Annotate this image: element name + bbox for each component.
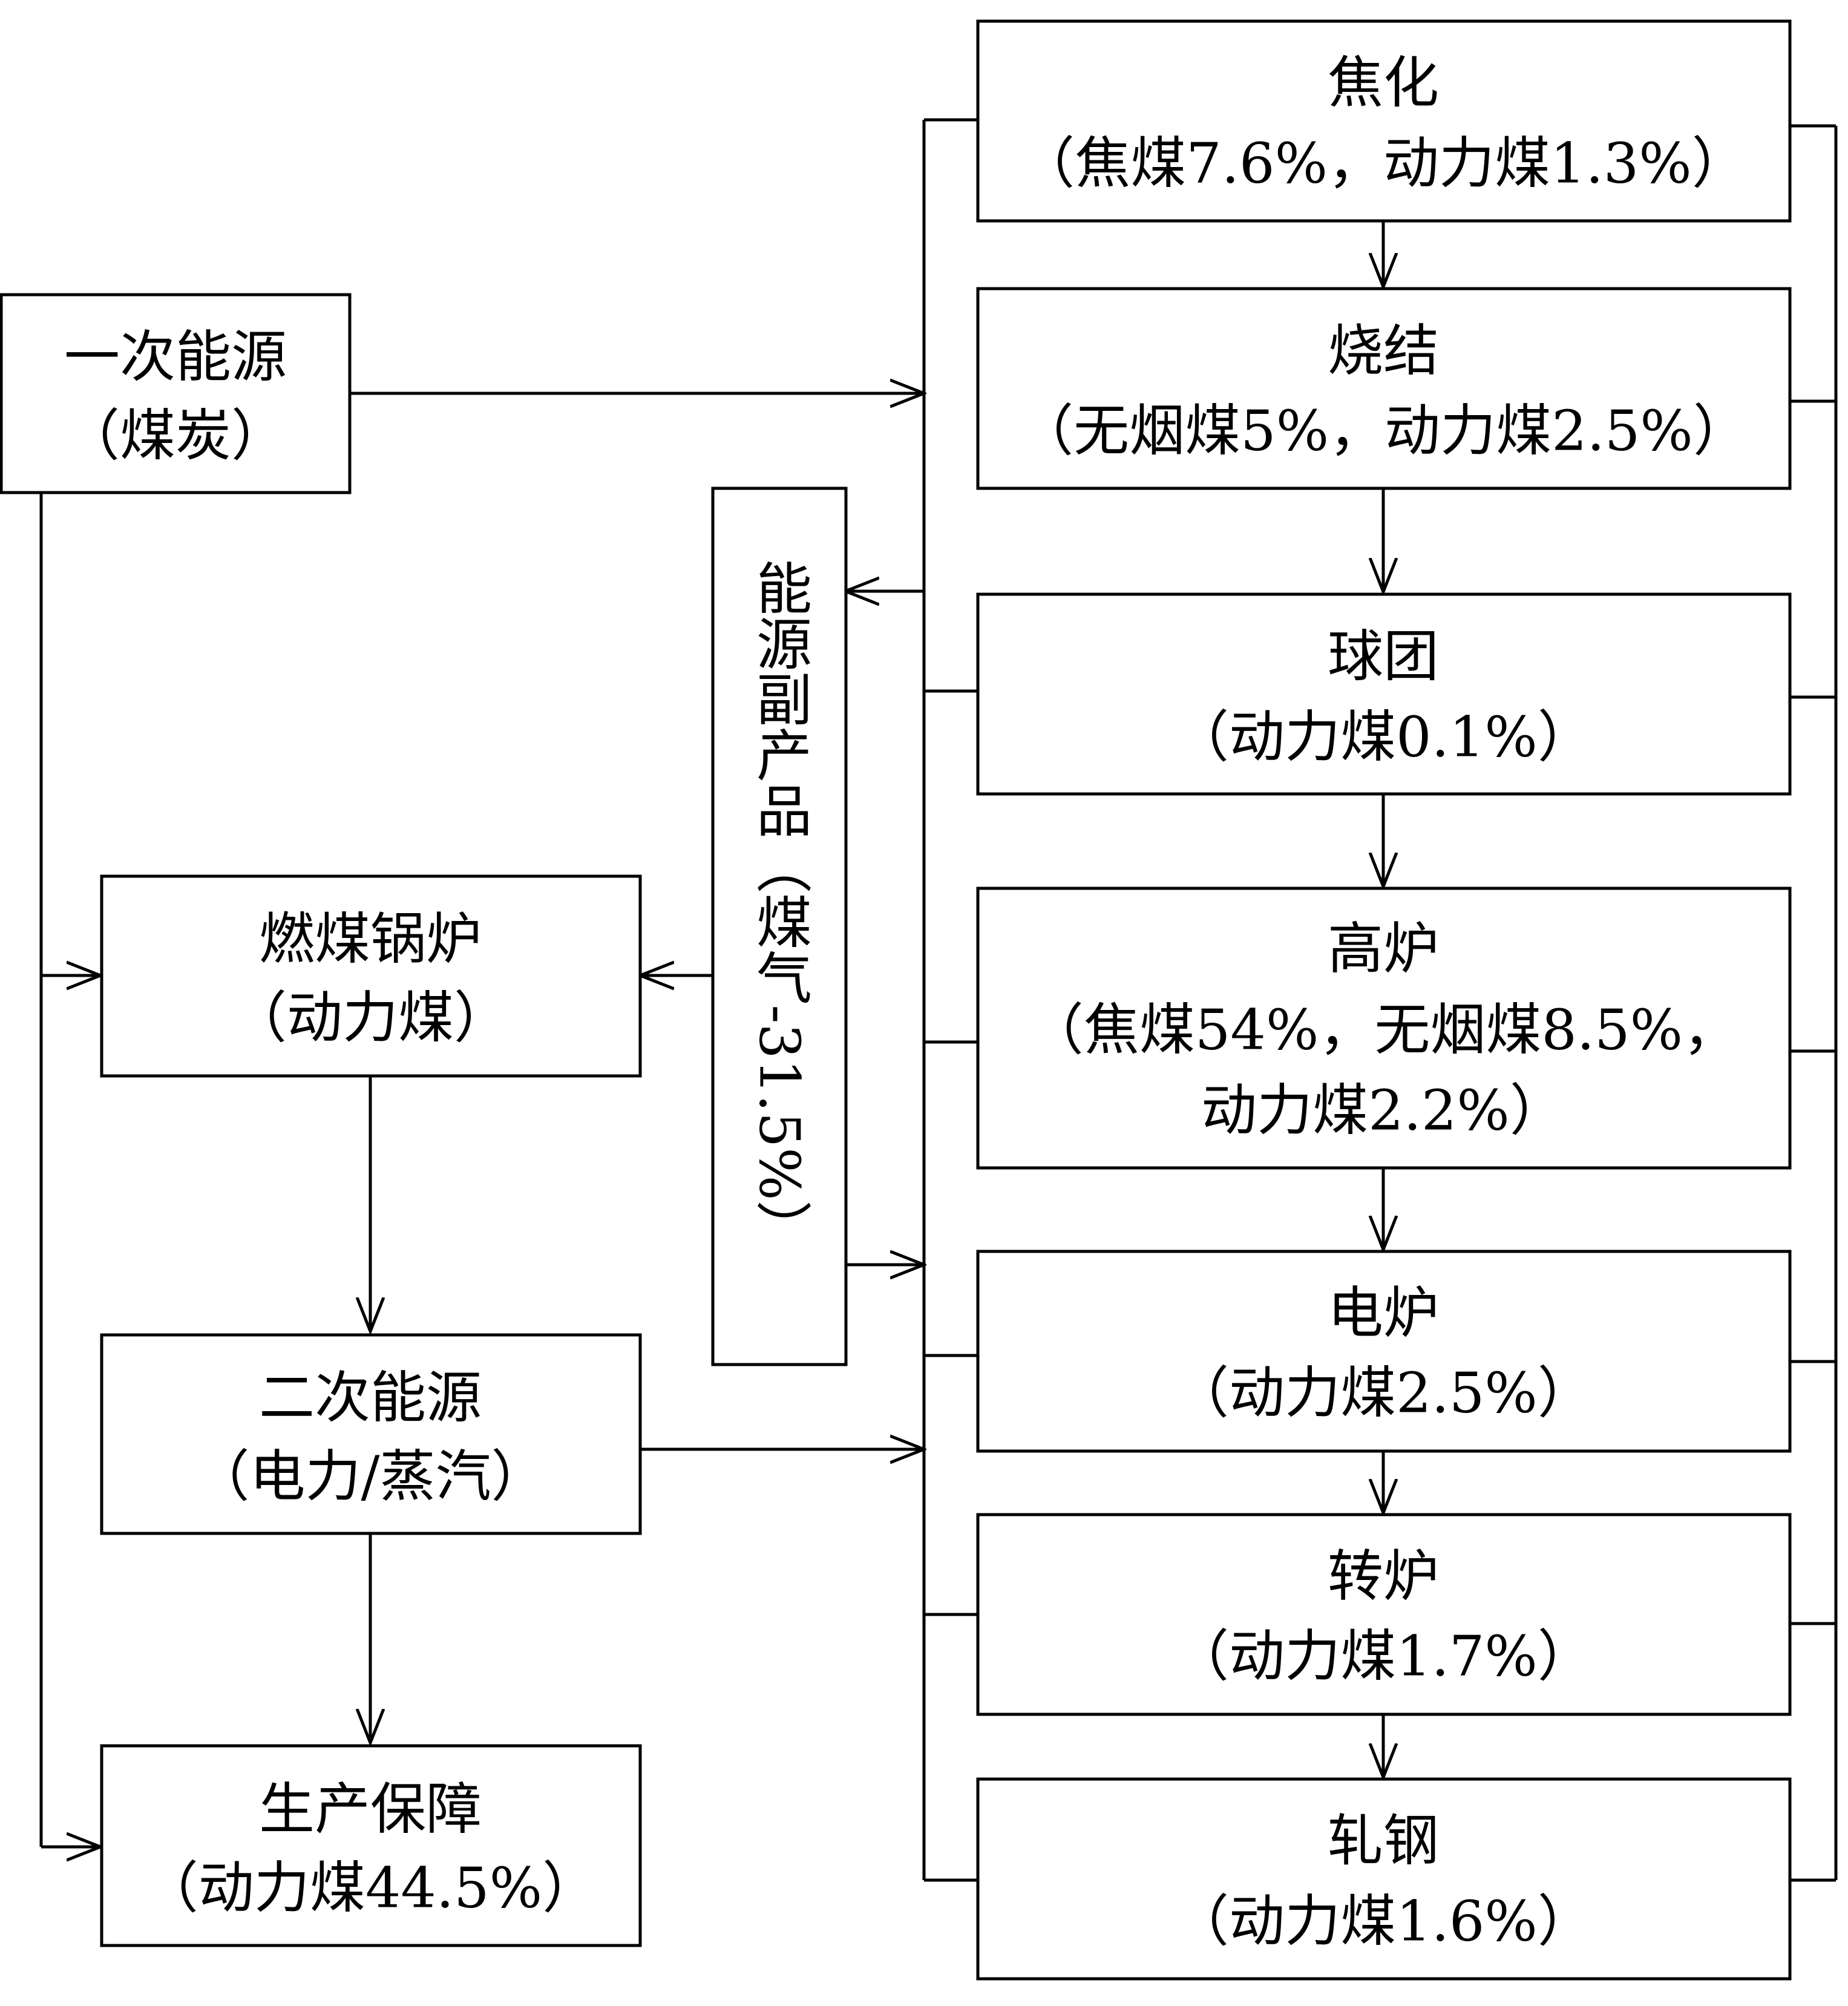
blast-furnace-line1: （焦煤54%，无烟煤8.5%，	[1028, 998, 1738, 1063]
byproduct-label: 能源副产品（煤气-31.5%）	[747, 559, 812, 1256]
pelletizing-subtitle: （动力煤0.1%）	[1173, 705, 1593, 770]
sintering-subtitle: （无烟煤5%，动力煤2.5%）	[1018, 399, 1749, 464]
converter-subtitle: （动力煤1.7%）	[1173, 1624, 1593, 1689]
primary-energy-title: 一次能源	[64, 325, 287, 390]
pelletizing-node: 球团 （动力煤0.1%）	[976, 592, 1792, 796]
electric-furnace-title: 电炉	[1328, 1281, 1439, 1346]
coking-subtitle: （焦煤7.6%，动力煤1.3%）	[1019, 131, 1747, 196]
rolling-node: 轧钢 （动力煤1.6%）	[976, 1777, 1792, 1981]
blast-furnace-line2: 动力煤2.2%）	[1201, 1078, 1565, 1143]
boiler-subtitle: （动力煤）	[231, 986, 510, 1051]
primary-energy-node: 一次能源 （煤炭）	[0, 293, 352, 494]
blast-furnace-node: 高炉 （焦煤54%，无烟煤8.5%， 动力煤2.2%）	[976, 887, 1792, 1170]
secondary-energy-subtitle: （电力/蒸汽）	[194, 1444, 547, 1509]
production-support-subtitle: （动力煤44.5%）	[143, 1856, 598, 1921]
coking-title: 焦化	[1328, 51, 1439, 116]
electric-furnace-node: 电炉 （动力煤2.5%）	[976, 1250, 1792, 1453]
production-support-node: 生产保障 （动力煤44.5%）	[100, 1744, 642, 1947]
blast-furnace-title: 高炉	[1328, 917, 1439, 982]
rolling-subtitle: （动力煤1.6%）	[1173, 1889, 1593, 1954]
converter-node: 转炉 （动力煤1.7%）	[976, 1513, 1792, 1716]
byproduct-node: 能源副产品（煤气-31.5%）	[711, 487, 848, 1366]
coking-node: 焦化 （焦煤7.6%，动力煤1.3%）	[976, 19, 1792, 223]
boiler-title: 燃煤锅炉	[259, 907, 482, 972]
boiler-node: 燃煤锅炉 （动力煤）	[100, 874, 642, 1078]
secondary-energy-node: 二次能源 （电力/蒸汽）	[100, 1333, 642, 1535]
electric-furnace-subtitle: （动力煤2.5%）	[1173, 1361, 1593, 1426]
primary-energy-subtitle: （煤炭）	[64, 404, 287, 468]
secondary-energy-title: 二次能源	[259, 1366, 482, 1431]
rolling-title: 轧钢	[1328, 1809, 1439, 1873]
sintering-title: 烧结	[1328, 319, 1439, 384]
converter-title: 转炉	[1328, 1544, 1439, 1609]
production-support-title: 生产保障	[259, 1777, 482, 1842]
sintering-node: 烧结 （无烟煤5%，动力煤2.5%）	[976, 287, 1792, 490]
pelletizing-title: 球团	[1328, 624, 1439, 689]
